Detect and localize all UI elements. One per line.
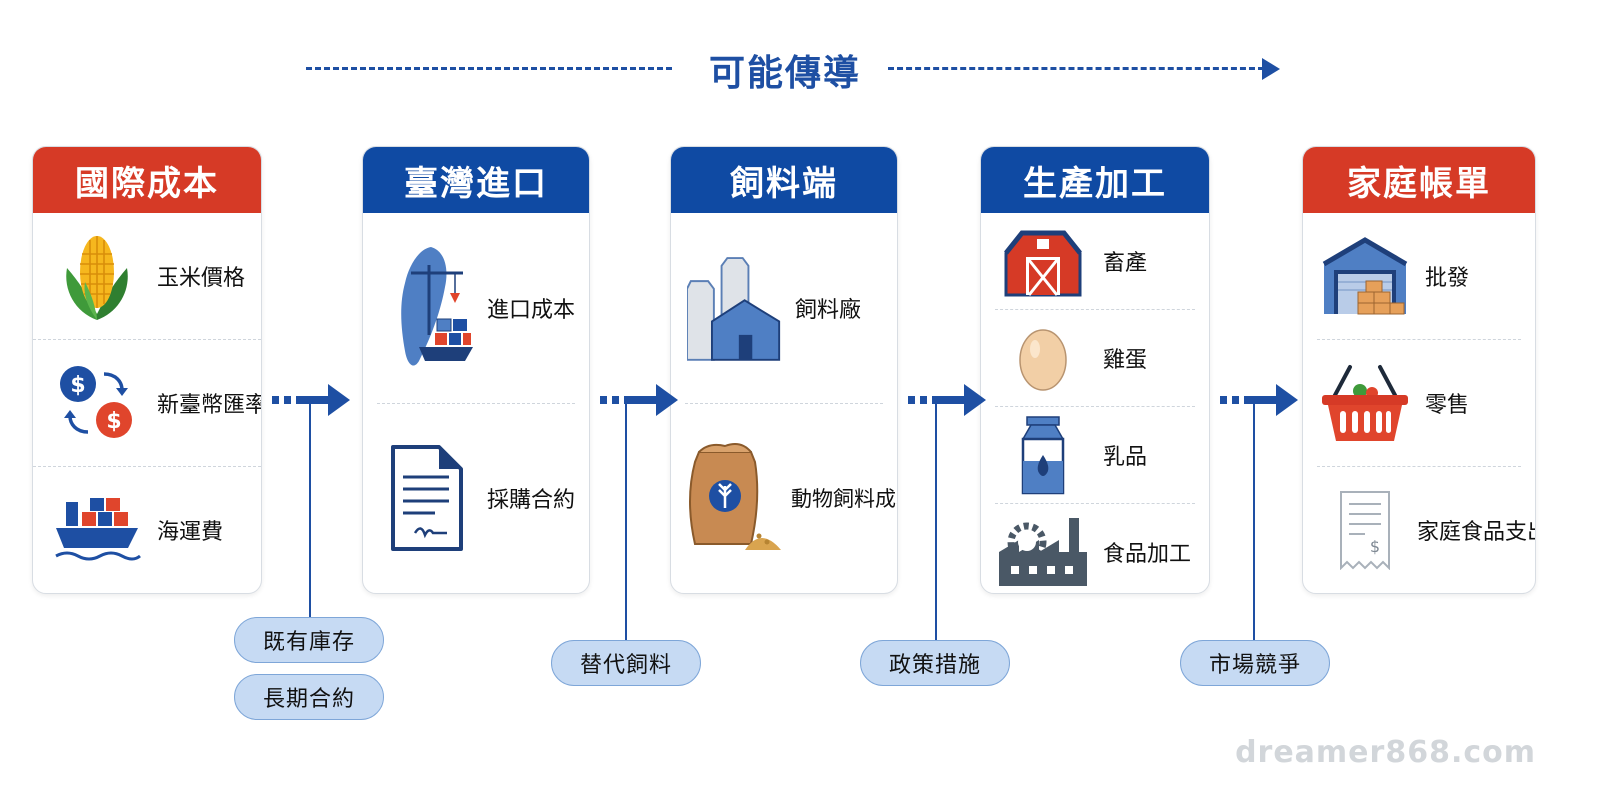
factor-pill-existing-inventory: 既有庫存 — [234, 617, 384, 663]
stage-card-production: 生產加工 畜產 雞蛋 — [980, 146, 1210, 594]
flow-arrow-left-dash — [306, 67, 672, 70]
list-item: 畜產 — [995, 213, 1195, 309]
receipt-icon: $ — [1317, 482, 1413, 578]
factor-link-line — [309, 402, 311, 618]
item-label: 動物飼料成本 — [791, 487, 897, 512]
item-label: 批發 — [1425, 266, 1470, 291]
stage-title: 國際成本 — [33, 147, 261, 213]
flow-arrowhead-icon — [1262, 58, 1280, 80]
list-item: 進口成本 — [363, 213, 589, 403]
flow-connector-arrow-icon — [908, 384, 986, 416]
factor-pill-policy-measures: 政策措施 — [860, 640, 1010, 686]
milk-carton-icon — [995, 407, 1091, 503]
stage-card-international-cost: 國際成本 玉米價格 — [32, 146, 262, 594]
stage-card-household-bill: 家庭帳單 批發 — [1302, 146, 1536, 594]
item-label: 零售 — [1425, 393, 1470, 418]
list-item: 批發 — [1317, 213, 1521, 339]
factor-pill-long-term-contract: 長期合約 — [234, 674, 384, 720]
flow-connector-arrow-icon — [600, 384, 678, 416]
watermark: dreamer868.com — [1235, 735, 1536, 770]
stage-title: 臺灣進口 — [363, 147, 589, 213]
stage-title: 飼料端 — [671, 147, 897, 213]
item-label: 進口成本 — [487, 297, 576, 323]
factor-pill-market-competition: 市場競爭 — [1180, 640, 1330, 686]
barn-icon — [995, 213, 1091, 309]
stage-card-feed: 飼料端 飼料廠 — [670, 146, 898, 594]
corn-icon — [49, 228, 145, 324]
flow-connector-arrow-icon — [272, 384, 350, 416]
item-label: 玉米價格 — [157, 266, 246, 291]
item-label: 飼料廠 — [795, 297, 862, 323]
factor-link-line — [935, 402, 937, 640]
cargo-ship-icon — [49, 482, 145, 578]
list-item: $ $ 新臺幣匯率 — [33, 339, 261, 466]
list-item: 動物飼料成本 — [685, 402, 897, 594]
list-item: $ 家庭食品支出 — [1317, 466, 1535, 593]
list-item: 乳品 — [995, 406, 1195, 503]
egg-icon — [995, 310, 1091, 406]
list-item: 採購合約 — [377, 402, 576, 594]
factor-link-line — [625, 402, 627, 640]
shopping-basket-icon — [1317, 355, 1413, 451]
factor-link-line — [1253, 402, 1255, 640]
flow-arrow-right-dash — [888, 67, 1264, 70]
svg-text:$: $ — [70, 373, 85, 398]
item-label: 畜產 — [1103, 251, 1148, 276]
item-label: 雞蛋 — [1103, 348, 1148, 373]
svg-text:$: $ — [106, 409, 121, 434]
list-item: 玉米價格 — [33, 213, 261, 339]
item-label: 家庭食品支出 — [1417, 520, 1536, 545]
svg-text:$: $ — [1370, 537, 1380, 556]
list-item: 零售 — [1317, 339, 1521, 466]
item-label: 食品加工 — [1103, 542, 1192, 567]
stage-card-taiwan-import: 臺灣進口 進口成本 — [362, 146, 590, 594]
flow-connector-arrow-icon — [1220, 384, 1298, 416]
factory-icon — [995, 504, 1091, 593]
stage-title: 生產加工 — [981, 147, 1209, 213]
stage-title: 家庭帳單 — [1303, 147, 1535, 213]
list-item: 飼料廠 — [671, 213, 897, 403]
feed-mill-silo-icon — [687, 256, 783, 361]
item-label: 採購合約 — [487, 488, 576, 514]
item-label: 新臺幣匯率 — [157, 393, 262, 418]
feed-sack-icon — [685, 443, 789, 551]
item-label: 乳品 — [1103, 445, 1148, 470]
list-item: 雞蛋 — [995, 309, 1195, 406]
item-label: 海運費 — [157, 520, 224, 545]
taiwan-port-icon — [379, 246, 475, 366]
factor-pill-alternative-feed: 替代飼料 — [551, 640, 701, 686]
list-item: 海運費 — [33, 466, 261, 593]
flow-title: 可能傳導 — [708, 53, 861, 94]
list-item: 食品加工 — [995, 503, 1195, 593]
contract-document-icon — [379, 445, 475, 552]
warehouse-icon — [1317, 228, 1413, 324]
currency-exchange-icon: $ $ — [49, 355, 145, 451]
